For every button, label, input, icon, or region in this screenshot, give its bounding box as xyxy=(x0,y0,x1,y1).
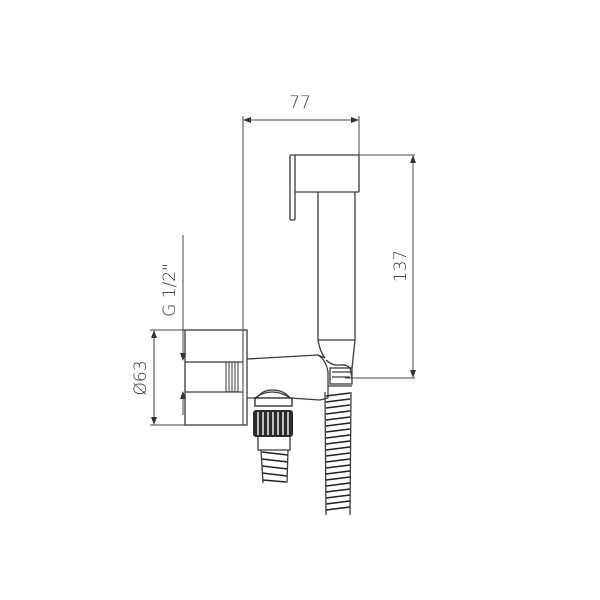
spiral-hose xyxy=(324,391,352,516)
thread-insert xyxy=(225,362,239,392)
holder-arm xyxy=(246,354,329,401)
hose-stub xyxy=(260,449,289,484)
thread-dimension: G 1/2" xyxy=(160,235,186,415)
width-dimension: 77 xyxy=(242,93,360,330)
height-dimension-label: 137 xyxy=(391,250,411,282)
width-dimension-label: 77 xyxy=(289,93,311,113)
diameter-dimension: Ø63 xyxy=(131,329,185,426)
thread-dimension-label: G 1/2" xyxy=(160,263,180,317)
wall-flange xyxy=(184,329,248,426)
hose-connector xyxy=(253,389,293,451)
diameter-dimension-label: Ø63 xyxy=(131,360,151,395)
height-dimension: 137 xyxy=(292,154,416,379)
handset xyxy=(289,154,360,387)
